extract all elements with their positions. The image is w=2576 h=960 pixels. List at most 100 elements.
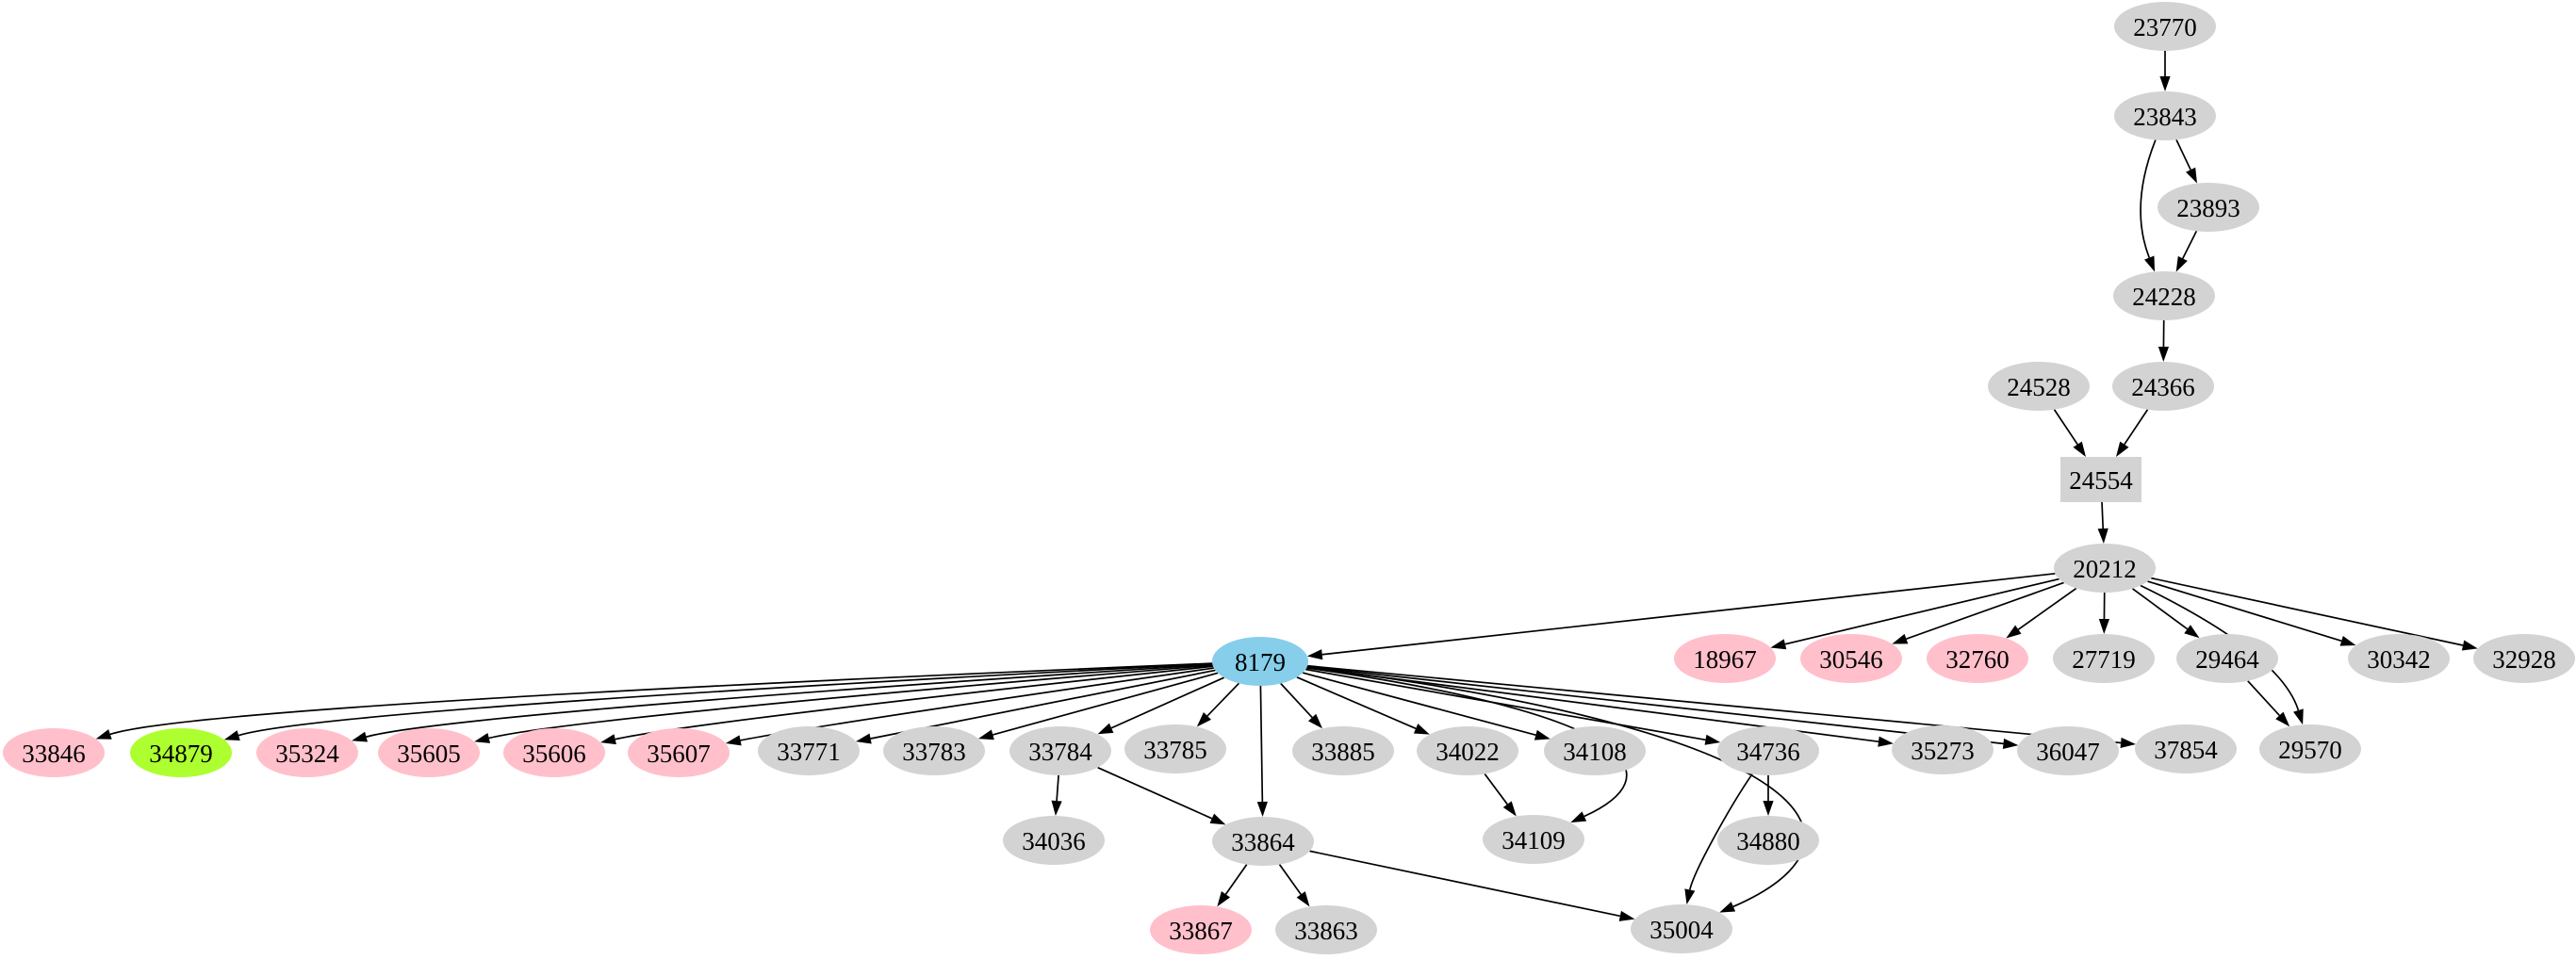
- edge-line: [488, 664, 1213, 740]
- node-ellipse-shape: [2114, 2, 2216, 51]
- node-ellipse-shape: [1717, 816, 1819, 865]
- arrowhead-icon: [95, 729, 112, 740]
- arrowhead-icon: [1413, 724, 1430, 735]
- edge-23843-24228: [2140, 139, 2157, 272]
- arrowhead-icon: [223, 730, 240, 740]
- node-ellipse-shape: [2158, 183, 2259, 232]
- node-label: 23843: [2133, 103, 2197, 131]
- edge-8179-35606: [600, 665, 1214, 745]
- arrowhead-icon: [2120, 737, 2137, 749]
- node-label: 24528: [2007, 373, 2071, 401]
- node-ellipse-shape: [1212, 637, 1308, 686]
- node-32928: 32928: [2473, 634, 2575, 683]
- edge-line: [1321, 572, 2056, 656]
- node-ellipse-shape: [628, 728, 730, 777]
- arrowhead-icon: [2275, 711, 2290, 727]
- node-label: 24228: [2132, 283, 2196, 311]
- arrowhead-icon: [1051, 800, 1062, 817]
- node-ellipse-shape: [2114, 91, 2216, 140]
- node-label: 24554: [2069, 466, 2133, 495]
- node-8179: 8179: [1212, 637, 1308, 686]
- node-label: 35004: [1649, 916, 1714, 944]
- arrowhead-icon: [1684, 888, 1696, 905]
- edge-line: [2147, 580, 2342, 643]
- node-ellipse-shape: [3, 728, 105, 777]
- arrowhead-icon: [600, 734, 616, 745]
- edge-23770-23843: [2159, 51, 2171, 91]
- arrowhead-icon: [2144, 255, 2156, 272]
- edge-8179-34879: [223, 662, 1213, 740]
- edge-20212-30546: [1892, 581, 2064, 644]
- node-label: 34036: [1022, 827, 1086, 855]
- node-label: 33783: [902, 738, 966, 766]
- node-ellipse-shape: [1800, 634, 1902, 683]
- edge-24228-24366: [2158, 319, 2170, 363]
- edge-line: [366, 663, 1213, 738]
- node-ellipse-shape: [1892, 725, 1994, 774]
- edge-line: [740, 667, 1215, 741]
- arrowhead-icon: [1892, 633, 1909, 644]
- node-label: 37854: [2154, 736, 2218, 764]
- edge-20212-18967: [1770, 578, 2059, 650]
- node-label: 23893: [2176, 194, 2240, 222]
- node-34022: 34022: [1417, 726, 1518, 775]
- node-33885: 33885: [1292, 726, 1394, 775]
- node-label: 33867: [1169, 917, 1233, 945]
- node-34109: 34109: [1483, 815, 1584, 864]
- node-ellipse-shape: [1212, 817, 1314, 866]
- edge-8179-37854: [1307, 664, 2137, 749]
- node-35324: 35324: [256, 728, 358, 777]
- node-23843: 23843: [2114, 91, 2216, 140]
- node-33864: 33864: [1212, 817, 1314, 866]
- node-34880: 34880: [1717, 816, 1819, 865]
- node-33771: 33771: [758, 726, 860, 775]
- edge-8179-35324: [352, 663, 1213, 742]
- edge-line: [2182, 230, 2198, 259]
- arrowhead-icon: [1502, 801, 1517, 817]
- node-ellipse-shape: [2053, 634, 2155, 683]
- node-32760: 32760: [1927, 634, 2028, 683]
- node-33863: 33863: [1275, 905, 1377, 954]
- edge-23843-23893: [2175, 138, 2197, 184]
- node-37854: 37854: [2135, 724, 2237, 773]
- node-33784: 33784: [1009, 726, 1111, 775]
- arrowhead-icon: [2339, 635, 2356, 646]
- arrowhead-icon: [352, 731, 369, 742]
- edge-line: [238, 662, 1213, 737]
- arrowhead-icon: [1719, 902, 1736, 913]
- edge-8179-33885: [1280, 682, 1323, 729]
- edge-line: [1302, 672, 1536, 737]
- node-label: 30546: [1819, 645, 1883, 674]
- node-label: 34108: [1563, 738, 1627, 766]
- node-ellipse-shape: [2112, 362, 2214, 411]
- node-label: 33771: [777, 738, 841, 766]
- node-ellipse-shape: [1003, 816, 1105, 865]
- node-ellipse-shape: [1417, 726, 1518, 775]
- arrowhead-icon: [1306, 649, 1323, 660]
- arrowhead-icon: [977, 729, 994, 740]
- edge-29464-29570: [2247, 680, 2290, 727]
- edge-line: [2247, 680, 2281, 716]
- node-label: 23770: [2133, 13, 2197, 41]
- edge-line: [1306, 666, 1806, 908]
- arrowhead-icon: [1217, 891, 1231, 907]
- node-ellipse-shape: [378, 728, 480, 777]
- node-ellipse-shape: [1631, 904, 1732, 953]
- node-35273: 35273: [1892, 725, 1994, 774]
- node-ellipse-shape: [1124, 724, 1226, 773]
- node-label: 34022: [1436, 738, 1500, 766]
- arrowhead-icon: [2293, 708, 2304, 725]
- edge-line: [1097, 766, 1213, 820]
- node-ellipse-shape: [256, 728, 358, 777]
- arrowhead-icon: [2159, 76, 2171, 91]
- edge-33864-33863: [1278, 864, 1310, 907]
- node-ellipse-shape: [1927, 634, 2028, 683]
- node-35004: 35004: [1631, 904, 1732, 953]
- arrowhead-icon: [2006, 625, 2022, 639]
- edge-line: [993, 672, 1219, 736]
- node-24528: 24528: [1988, 362, 2090, 411]
- arrowhead-icon: [1878, 736, 1894, 747]
- node-label: 34879: [149, 740, 213, 768]
- edge-line: [1110, 676, 1225, 729]
- node-ellipse-shape: [2017, 726, 2119, 775]
